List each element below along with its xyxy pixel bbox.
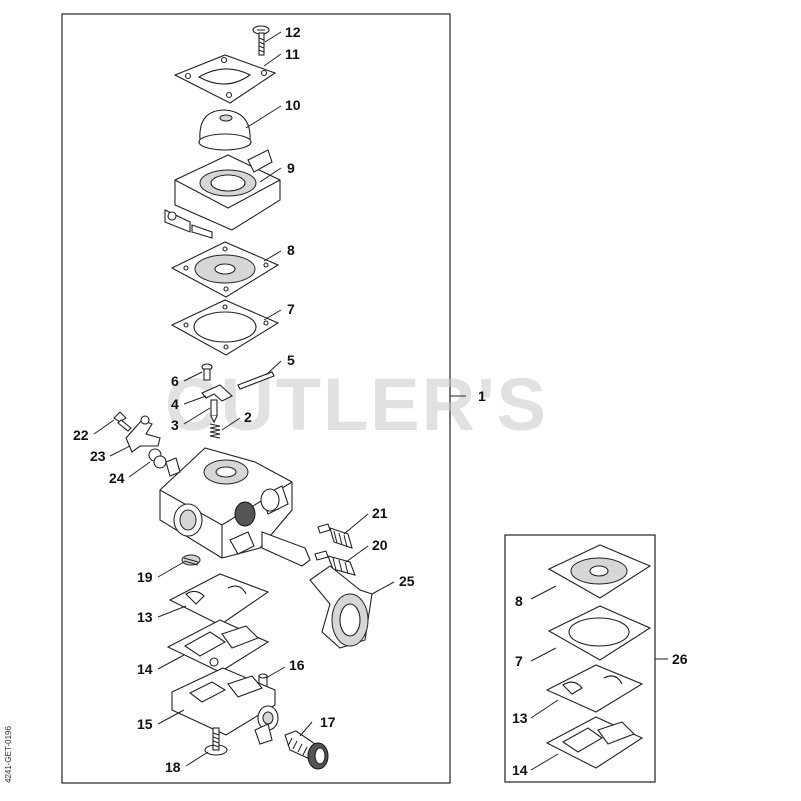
callout-8: 8 xyxy=(287,242,295,258)
kit-part-14-gasket xyxy=(545,716,644,769)
part-3-inlet-needle xyxy=(210,399,218,424)
part-2-spring xyxy=(209,423,221,439)
part-24-bush xyxy=(148,448,167,469)
leader-lines xyxy=(93,31,668,771)
callout-12: 12 xyxy=(285,24,301,40)
callout-15: 15 xyxy=(137,716,153,732)
callout-4: 4 xyxy=(171,396,179,412)
part-8-diaphragm xyxy=(170,241,280,298)
part-18-screw xyxy=(204,727,228,756)
part-12-screw xyxy=(252,25,270,56)
kit-callout-8: 8 xyxy=(515,593,523,609)
callout-19: 19 xyxy=(137,569,153,585)
callout-22: 22 xyxy=(73,427,89,443)
part-5-pin xyxy=(237,371,275,390)
part-22-screw xyxy=(113,411,132,432)
part-20-adjusting-screw xyxy=(314,550,356,576)
callout-5: 5 xyxy=(287,352,295,368)
main-assembly-frame xyxy=(61,13,451,784)
callout-2: 2 xyxy=(244,409,252,425)
part-15-end-cover xyxy=(171,667,279,745)
callout-6: 6 xyxy=(171,373,179,389)
part-21-adjusting-screw xyxy=(317,523,353,549)
part-11-gasket xyxy=(173,54,277,104)
callout-13: 13 xyxy=(137,609,153,625)
part-23-throttle-bracket xyxy=(125,415,161,453)
kit-callout-13: 13 xyxy=(512,710,528,726)
callout-23: 23 xyxy=(90,448,106,464)
part-19-fuel-strainer xyxy=(181,554,201,566)
callout-24: 24 xyxy=(109,470,125,486)
part-25-intake-boot xyxy=(309,565,373,649)
callout-9: 9 xyxy=(287,160,295,176)
part-13-metering-diaphragm xyxy=(168,573,270,626)
kit-callout-7: 7 xyxy=(515,653,523,669)
part-9-pump-housing xyxy=(164,149,281,239)
carburetor-body xyxy=(159,447,311,567)
part-17-fitting xyxy=(284,730,329,770)
kit-part-7-gasket xyxy=(547,605,652,661)
callout-10: 10 xyxy=(285,97,301,113)
diagram-code: 4241-GET-0196 xyxy=(4,726,13,783)
kit-part-13-metering-diaphragm xyxy=(545,664,644,713)
callout-20: 20 xyxy=(372,537,388,553)
part-7-gasket xyxy=(170,299,280,356)
callout-25: 25 xyxy=(399,573,415,589)
callout-1: 1 xyxy=(478,388,486,404)
kit-part-8-diaphragm xyxy=(547,544,652,599)
part-10-purge-bulb xyxy=(198,109,252,151)
callout-3: 3 xyxy=(171,417,179,433)
callout-14: 14 xyxy=(137,661,153,677)
callout-7: 7 xyxy=(287,301,295,317)
part-4-control-lever xyxy=(201,384,233,402)
callout-17: 17 xyxy=(320,714,336,730)
part-14-gasket xyxy=(166,619,270,673)
kit-callout-26: 26 xyxy=(672,651,688,667)
callout-21: 21 xyxy=(372,505,388,521)
callout-18: 18 xyxy=(165,759,181,775)
part-6-screw xyxy=(201,363,213,381)
callout-16: 16 xyxy=(289,657,305,673)
callout-11: 11 xyxy=(285,46,300,62)
kit-callout-14: 14 xyxy=(512,762,528,778)
watermark: CUTLER'S xyxy=(165,363,548,446)
